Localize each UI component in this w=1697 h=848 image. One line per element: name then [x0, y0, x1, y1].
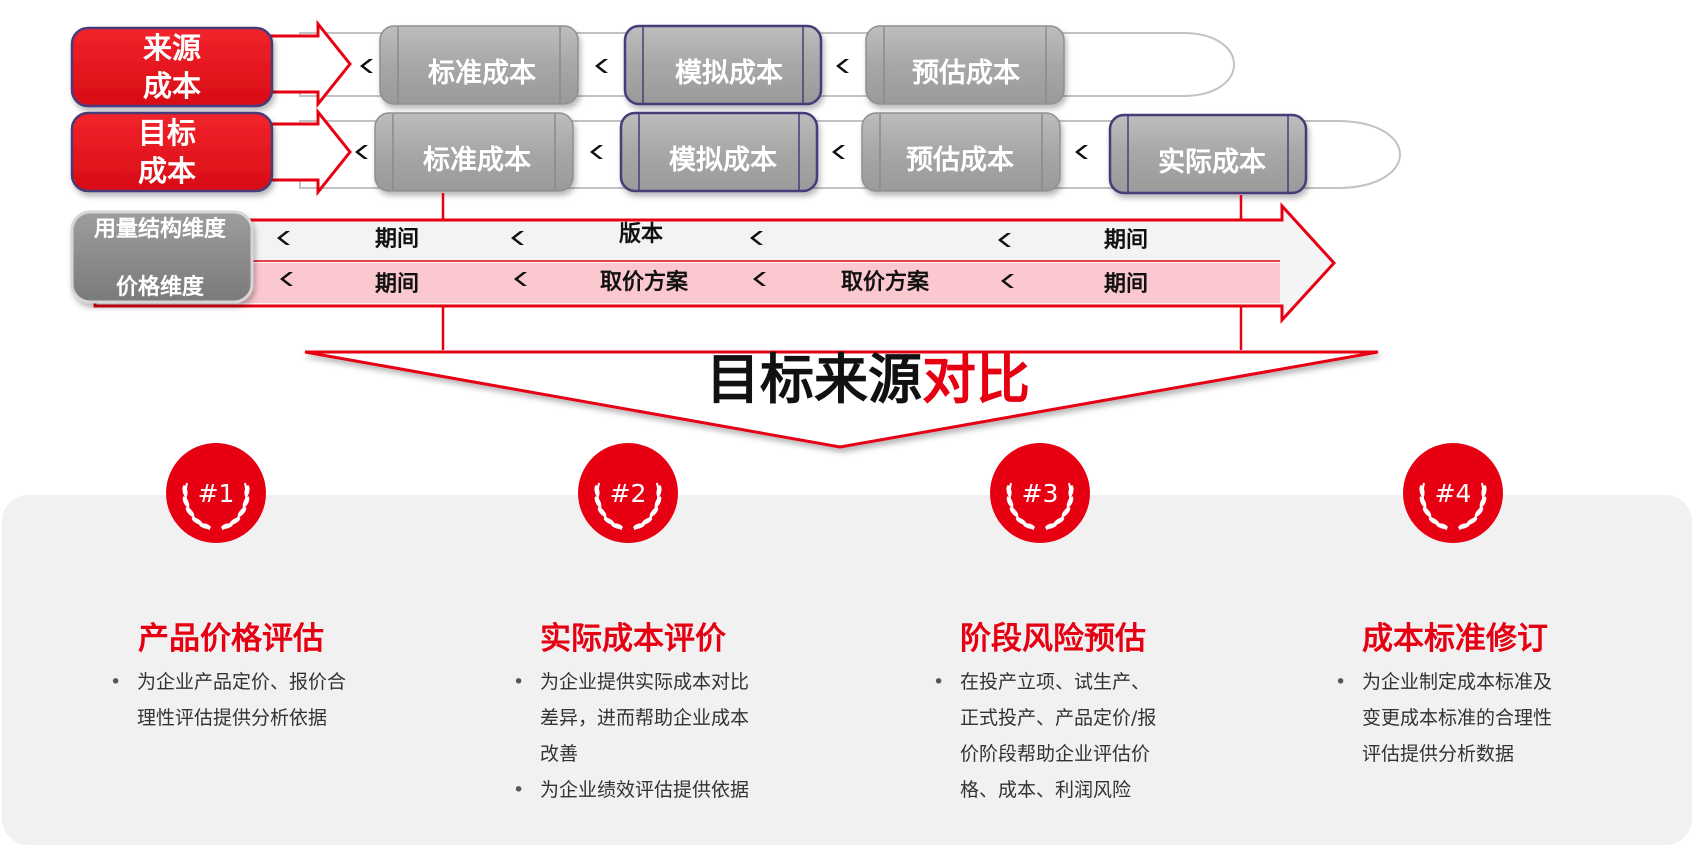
source-stage-2-label: 模拟成本: [675, 58, 783, 89]
bullet-line: 格、成本、利润风险: [960, 779, 1132, 801]
badge-4-label: #4: [1435, 479, 1472, 508]
source-stage-3: [865, 25, 1065, 105]
bullet-line: 变更成本标准的合理性: [1362, 707, 1553, 729]
target-label-line2: 成本: [138, 154, 196, 188]
badge-4: #4: [1403, 443, 1503, 543]
comparison-title-black: 目标来源: [706, 348, 922, 411]
section-2-bullet-2: 为企业绩效评估提供依据: [513, 772, 749, 808]
bullet-line: 理性评估提供分析依据: [137, 707, 328, 729]
comparison-title-red: 对比: [922, 348, 1030, 411]
badge-circle: [990, 443, 1090, 543]
target-stage-3-label: 预估成本: [906, 145, 1014, 176]
source-label-line2: 成本: [143, 69, 201, 103]
badge-circle: [578, 443, 678, 543]
source-stage-2: [623, 24, 823, 106]
usage-item-2: 版本: [619, 222, 663, 247]
source-cost-row: 来源 成本 标准成本 模拟成本 预估成本: [70, 19, 1235, 109]
target-stage-3: [861, 112, 1061, 192]
benefits-panel: [2, 495, 1692, 845]
badge-3-label: #3: [1022, 479, 1059, 508]
target-stage-2: [619, 111, 819, 193]
bullet-line: 价阶段帮助企业评估价: [960, 743, 1151, 765]
usage-dimension-label: 用量结构维度: [94, 216, 227, 242]
dimension-label-box: [70, 210, 254, 304]
badge-2: #2: [578, 443, 678, 543]
bullet-line: 正式投产、产品定价/报: [960, 707, 1157, 729]
bullet-line: 为企业绩效评估提供依据: [540, 779, 750, 801]
target-stage-1: [374, 112, 574, 192]
section-3-title: 阶段风险预估: [960, 621, 1146, 657]
badge-1: #1: [166, 443, 266, 543]
bullet-line: 为企业产品定价、报价合: [137, 671, 347, 693]
source-cost-label-box: [70, 26, 274, 108]
section-4-title: 成本标准修订: [1362, 621, 1548, 657]
bullet-line: 改善: [540, 743, 579, 765]
price-item-3: 取价方案: [841, 269, 930, 295]
bullet-line: 为企业提供实际成本对比: [540, 671, 750, 693]
price-item-2: 取价方案: [600, 269, 689, 295]
dimension-bands: 用量结构维度 价格维度 期间 版本 期间 期间 取价方案 取价方案 期间: [70, 193, 1337, 350]
badge-circle: [1403, 443, 1503, 543]
usage-item-4: 期间: [1104, 228, 1148, 253]
source-stage-3-label: 预估成本: [912, 58, 1020, 89]
section-2-title: 实际成本评价: [540, 621, 726, 657]
target-stage-1-label: 标准成本: [423, 145, 531, 176]
funnel-triangle: [304, 350, 1379, 449]
target-cost-label-box: [70, 111, 274, 193]
source-stage-1: [379, 25, 579, 105]
bullet-line: 为企业制定成本标准及: [1362, 671, 1553, 693]
source-stage-1-label: 标准成本: [428, 58, 536, 89]
target-cost-row: 目标 成本 标准成本 模拟成本 预估成本 实际成本: [70, 107, 1401, 197]
target-stage-4: [1108, 113, 1308, 195]
target-stage-4-label: 实际成本: [1158, 146, 1266, 178]
badge-circle: [166, 443, 266, 543]
price-dimension-label: 价格维度: [116, 274, 205, 300]
comparison-title: 目标来源对比: [706, 348, 1030, 411]
badge-3: #3: [990, 443, 1090, 543]
badge-1-label: #1: [198, 479, 235, 508]
comparison-funnel: 目标来源对比: [304, 348, 1379, 449]
target-label-line1: 目标: [138, 116, 196, 150]
bullet-line: 在投产立项、试生产、: [960, 671, 1151, 693]
source-label-line1: 来源: [143, 31, 201, 65]
usage-item-1: 期间: [375, 227, 419, 252]
section-1-title: 产品价格评估: [138, 621, 324, 657]
usage-band: [96, 223, 1280, 259]
price-item-4: 期间: [1104, 272, 1148, 297]
badge-2-label: #2: [610, 479, 647, 508]
price-band: [96, 263, 1280, 303]
price-item-1: 期间: [375, 272, 419, 297]
bullet-line: 评估提供分析数据: [1362, 743, 1515, 765]
bullet-line: 差异，进而帮助企业成本: [540, 707, 750, 729]
target-stage-2-label: 模拟成本: [669, 145, 777, 176]
